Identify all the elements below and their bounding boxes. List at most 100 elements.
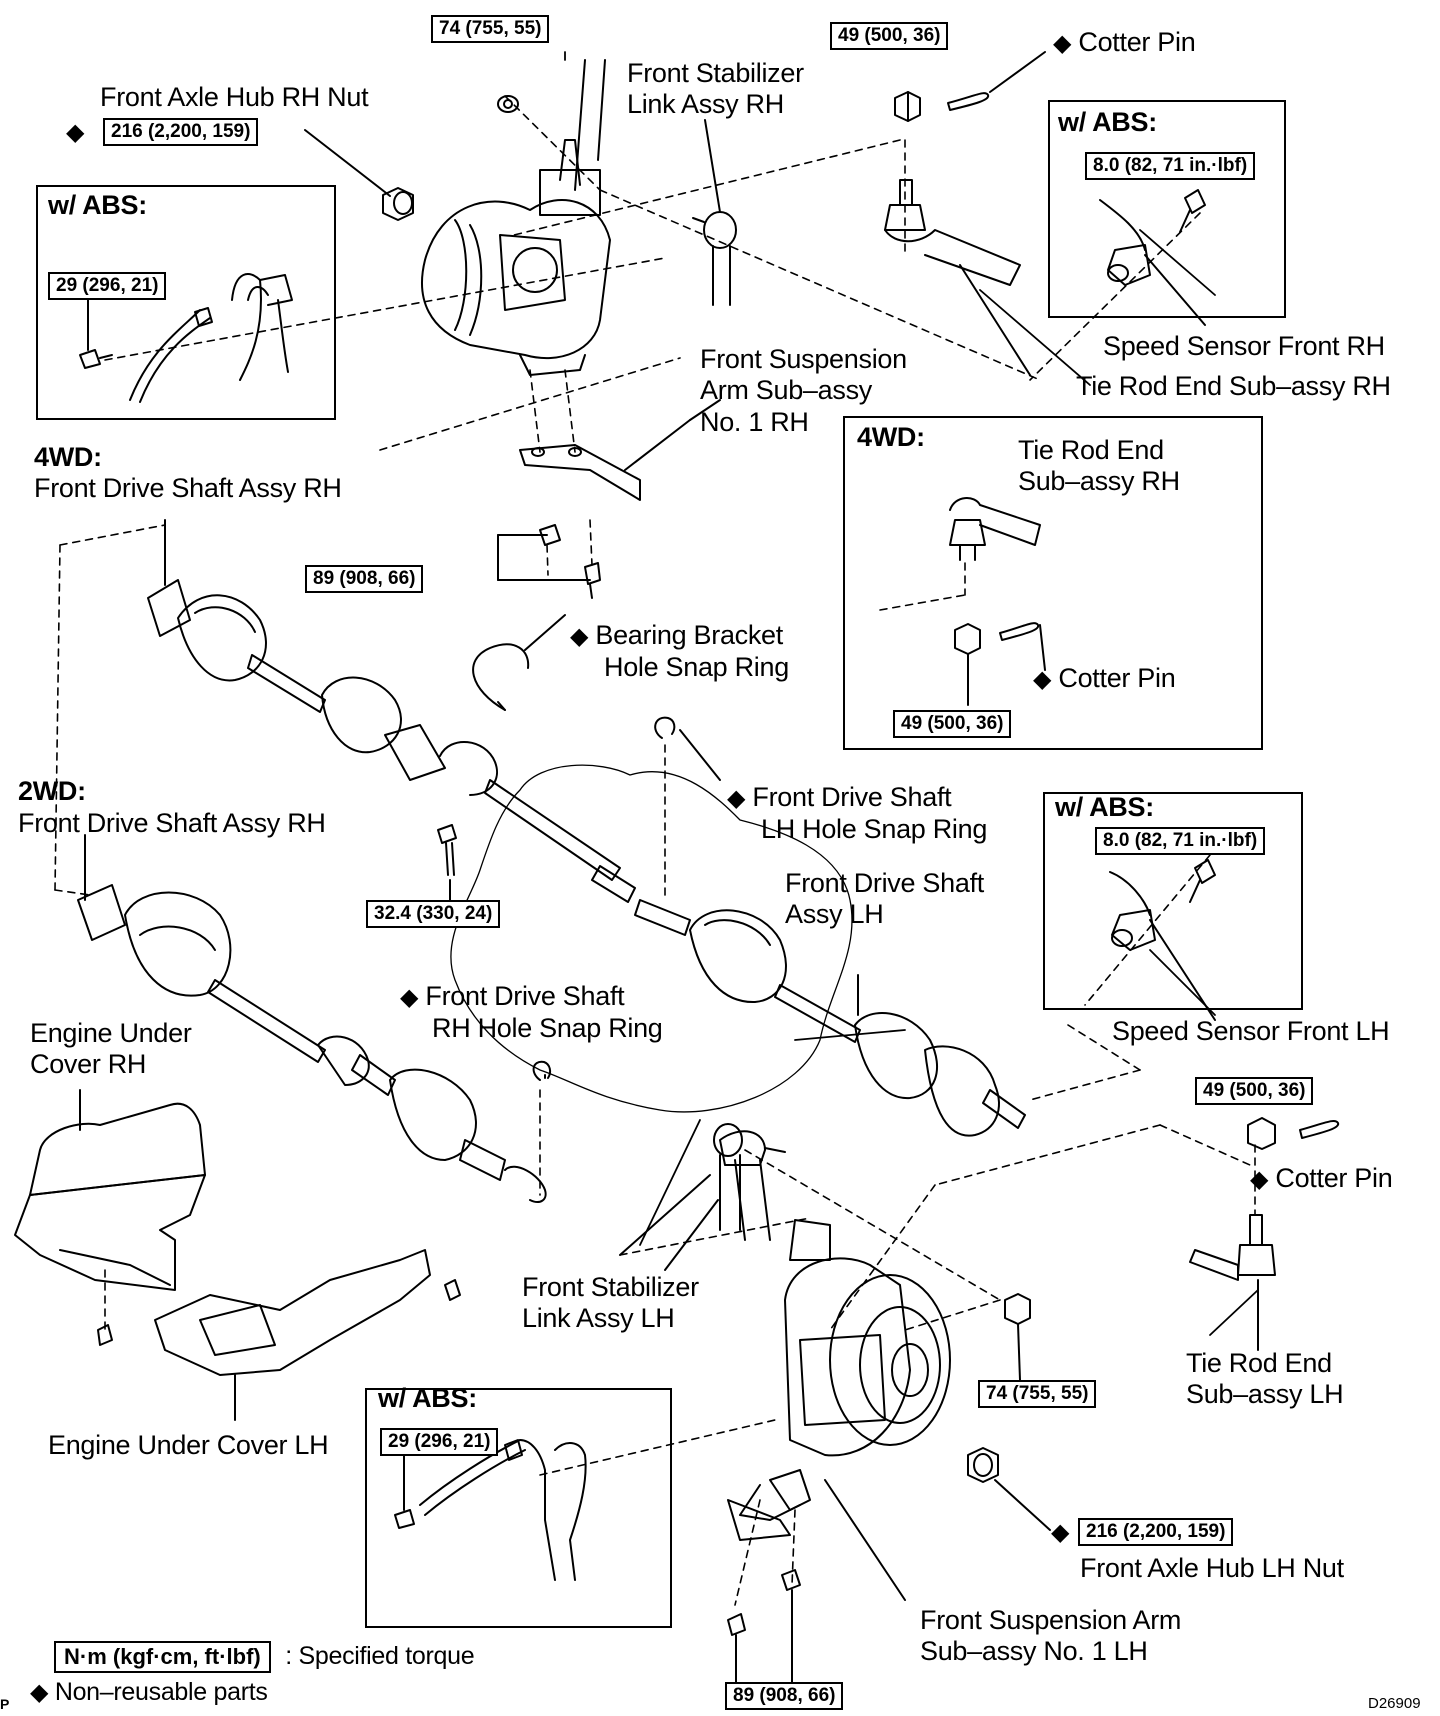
- drive-shaft-lh: [634, 899, 1026, 1137]
- box-4wd-cotter-pin-label: ◆ Cotter Pin: [1033, 663, 1176, 693]
- box-4wd-title: 4WD:: [857, 422, 925, 452]
- abs-title-lh-sensor: w/ ABS:: [1055, 792, 1154, 822]
- abs-harness-lh: [394, 1439, 587, 1581]
- torque-nut-74-upper: 74 (755, 55): [431, 15, 550, 43]
- legend-torque: N·m (kgf·cm, ft·lbf) : Specified torque: [54, 1641, 475, 1673]
- hub-nut-rh: [304, 129, 414, 221]
- abs-harness-rh: [79, 273, 293, 403]
- torque-arm-bolt-lh: 89 (908, 66): [725, 1682, 844, 1710]
- susp-arm-rh-label-2: Arm Sub–assy: [700, 375, 872, 405]
- tie-rod-4wd-art: [949, 497, 1046, 706]
- drive-shaft-rh-4wd: [147, 519, 636, 903]
- stabilizer-link-rh-label-1: Front Stabilizer: [627, 58, 804, 88]
- lh-snap-ring-label-1: ◆ Front Drive Shaft: [727, 782, 952, 812]
- drive-shaft-rh-4wd-label: Front Drive Shaft Assy RH: [34, 473, 342, 503]
- torque-arm-bolt-rh: 89 (908, 66): [305, 565, 424, 593]
- page-marker: P: [0, 1696, 10, 1712]
- rh-knuckle: [421, 59, 611, 376]
- figure-code: D26909: [1368, 1695, 1421, 1712]
- torque-abs-sensor-lh: 8.0 (82, 71 in.·lbf): [1095, 827, 1266, 855]
- bearing-snap-ring: [472, 614, 566, 711]
- nonreusable-diamond-icon: ◆: [570, 623, 589, 650]
- engine-cover-rh-label-2: Cover RH: [30, 1049, 147, 1079]
- drive-shaft-rh-2wd: [77, 834, 547, 1203]
- abs-box-lh-bracket: [365, 1388, 672, 1628]
- hub-nut-lh: [967, 1447, 1051, 1531]
- susp-arm-rh: [497, 399, 721, 599]
- engine-cover-lh-label: Engine Under Cover LH: [48, 1430, 329, 1460]
- label-4wd: 4WD:: [34, 442, 102, 472]
- nonreusable-diamond-icon: ◆: [400, 984, 419, 1011]
- torque-tie-rod-nut-rh: 49 (500, 36): [830, 22, 949, 50]
- nut-74-lower: [1004, 1293, 1031, 1381]
- abs-title-rh-sensor: w/ ABS:: [1058, 107, 1157, 137]
- abs-title-lh-bracket: w/ ABS:: [378, 1383, 477, 1413]
- transaxle-outline: [450, 764, 853, 1113]
- tie-rod-end-lh-label-1: Tie Rod End: [1186, 1348, 1332, 1378]
- stabilizer-link-lh-label-2: Link Assy LH: [522, 1303, 675, 1333]
- legend-torque-unit-box: N·m (kgf·cm, ft·lbf): [54, 1641, 271, 1673]
- rh-snap-ring: [532, 1060, 552, 1081]
- nut-74-upper: [497, 95, 519, 113]
- lh-snap-ring-label-2: LH Hole Snap Ring: [761, 814, 988, 844]
- front-axle-hub-rh-nut-label: Front Axle Hub RH Nut: [100, 82, 369, 112]
- engine-cover-rh-label-1: Engine Under: [30, 1018, 192, 1048]
- box-4wd-tie-rod-label-2: Sub–assy RH: [1018, 466, 1180, 496]
- engine-cover-rh: [14, 1089, 206, 1346]
- torque-abs-bracket-lh: 29 (296, 21): [380, 1428, 499, 1456]
- speed-sensor-front-rh-label: Speed Sensor Front RH: [1103, 331, 1385, 361]
- engine-cover-lh: [154, 1249, 461, 1421]
- box-4wd-tie-rod: [843, 416, 1263, 750]
- tie-rod-end-rh: [884, 179, 1031, 376]
- torque-tie-rod-nut-4wd: 49 (500, 36): [893, 710, 1012, 738]
- torque-hub-nut-rh: 216 (2,200, 159): [103, 118, 259, 146]
- tie-rod-end-rh-label: Tie Rod End Sub–assy RH: [1076, 371, 1391, 401]
- legend-torque-desc: : Specified torque: [285, 1642, 475, 1670]
- abs-box-rh-sensor: [1048, 100, 1286, 318]
- lh-snap-ring: [654, 716, 721, 781]
- box-4wd-tie-rod-label-1: Tie Rod End: [1018, 435, 1164, 465]
- legend-nonreusable: ◆ Non–reusable parts: [30, 1678, 268, 1706]
- nonreusable-diamond-icon: ◆: [30, 1679, 49, 1706]
- rh-snap-ring-label-2: RH Hole Snap Ring: [432, 1013, 663, 1043]
- susp-arm-lh-label-1: Front Suspension Arm: [920, 1605, 1182, 1635]
- cotter-pin-lh-label: ◆ Cotter Pin: [1250, 1163, 1393, 1193]
- nut-49-top: [894, 51, 1046, 122]
- drive-shaft-lh-label-2: Assy LH: [785, 899, 884, 929]
- susp-arm-rh-label-3: No. 1 RH: [700, 407, 809, 437]
- stabilizer-link-rh: [692, 119, 737, 306]
- nonreusable-diamond-icon: ◆: [1250, 1166, 1269, 1193]
- tie-rod-end-lh-label-2: Sub–assy LH: [1186, 1379, 1344, 1409]
- torque-nut-74-lower: 74 (755, 55): [978, 1380, 1097, 1408]
- abs-title-rh-bracket: w/ ABS:: [48, 190, 147, 220]
- torque-abs-bracket-rh: 29 (296, 21): [48, 272, 167, 300]
- speed-sensor-front-lh-label: Speed Sensor Front LH: [1112, 1016, 1390, 1046]
- nonreusable-diamond-icon: ◆: [727, 785, 746, 812]
- nonreusable-diamond-icon: ◆: [66, 119, 85, 146]
- drive-shaft-lh-label-1: Front Drive Shaft: [785, 868, 984, 898]
- bearing-snap-ring-label-1: ◆ Bearing Bracket: [570, 620, 783, 650]
- torque-bearing-bracket-bolt: 32.4 (330, 24): [366, 900, 501, 928]
- stabilizer-link-lh-art: [619, 1123, 743, 1271]
- susp-arm-lh-label-2: Sub–assy No. 1 LH: [920, 1636, 1148, 1666]
- torque-tie-rod-nut-lh: 49 (500, 36): [1195, 1077, 1314, 1105]
- tie-rod-end-lh-art: [1189, 1117, 1340, 1351]
- arm-bolts-lh: [727, 1479, 906, 1701]
- front-axle-hub-lh-nut-label: Front Axle Hub LH Nut: [1080, 1553, 1344, 1583]
- bearing-snap-ring-label-2: Hole Snap Ring: [604, 652, 789, 682]
- nonreusable-diamond-icon: ◆: [1053, 30, 1072, 57]
- cotter-pin-top-label: ◆ Cotter Pin: [1053, 27, 1196, 57]
- speed-sensor-rh-art: [1099, 189, 1206, 326]
- abs-box-lh-sensor: [1043, 792, 1303, 1010]
- stabilizer-link-lh-label-1: Front Stabilizer: [522, 1272, 699, 1302]
- susp-arm-rh-label-1: Front Suspension: [700, 344, 907, 374]
- nonreusable-diamond-icon: ◆: [1051, 1519, 1070, 1546]
- lh-knuckle: [719, 1130, 951, 1541]
- torque-abs-sensor-rh: 8.0 (82, 71 in.·lbf): [1085, 152, 1256, 180]
- label-2wd: 2WD:: [18, 776, 86, 806]
- rh-snap-ring-label-1: ◆ Front Drive Shaft: [400, 981, 625, 1011]
- leader-lines: [564, 51, 1259, 1336]
- drive-shaft-rh-2wd-label: Front Drive Shaft Assy RH: [18, 808, 326, 838]
